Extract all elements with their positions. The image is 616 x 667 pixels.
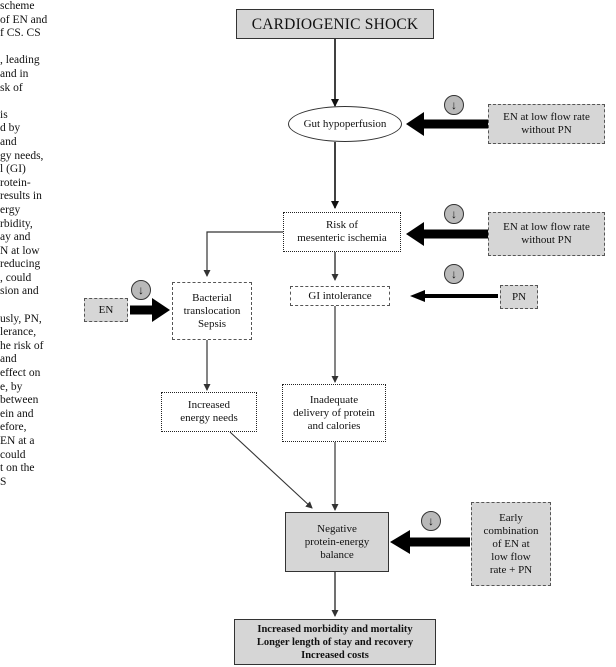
en-low-flow-1-line1: EN at low flow rate [503,111,590,123]
early-line3: of EN at [492,537,530,550]
en-label: EN [98,303,114,316]
side-text-line: effect on [0,367,41,380]
side-text-line: l (GI) [0,163,26,176]
side-text-line: , could [0,271,32,284]
side-text-line: ein and [0,407,34,420]
negative-line3: balance [320,548,354,561]
side-text-column: scheme of EN and f CS. CS , leading and … [0,0,120,489]
side-text-line: ergy [0,203,21,216]
en-low-flow-2-line2: without PN [521,234,572,246]
side-text-line: efore, [0,421,27,434]
energy-needs-line1: Increased [187,399,231,411]
negative-balance-box: Negative protein-energy balance [285,512,389,572]
pn-box: PN [500,285,538,309]
decrease-icon: ↓ [131,280,151,300]
early-line1: Early [499,511,523,524]
early-line5: rate + PN [489,563,533,576]
decrease-icon: ↓ [444,204,464,224]
risk-mesenteric-line2: mesenteric ischemia [297,232,387,244]
decrease-icon: ↓ [444,95,464,115]
negative-line1: Negative [317,522,357,535]
side-text-line: f CS. CS [0,27,41,40]
side-text-line: could [0,448,26,461]
arrowhead-early-to-negative [390,530,410,554]
decrease-icon: ↓ [444,264,464,284]
bacterial-line3: Sepsis [197,317,227,330]
inadequate-line1: Inadequate [309,393,359,406]
side-text-line: between [0,394,39,407]
side-text-line: usly, PN, [0,312,42,325]
outcome-line2: Longer length of stay and recovery [256,636,414,648]
gi-intolerance-label: GI intolerance [308,289,372,302]
side-text-line: t on the [0,462,35,475]
risk-mesenteric-line1: Risk of [325,219,359,231]
bacterial-line1: Bacterial [192,291,232,304]
side-text-line: of EN and [0,13,48,26]
cardiogenic-shock-box: CARDIOGENIC SHOCK [236,9,434,39]
early-line2: combination [483,524,539,537]
gut-hypoperfusion-node: Gut hypoperfusion [288,106,402,142]
side-text-line: S [0,475,7,488]
early-line4: low flow [491,550,531,563]
side-text-line: rotein- [0,176,31,189]
side-text-line: and [0,135,17,148]
en-low-flow-box-2: EN at low flow rate without PN [488,212,605,256]
side-text-line: gy needs, [0,149,44,162]
side-text-line: he risk of [0,339,44,352]
outcome-line3: Increased costs [301,649,369,661]
side-text-line: N at low [0,244,40,257]
negative-line2: protein-energy [304,535,370,548]
side-text-line: scheme [0,0,35,12]
en-low-flow-2-line1: EN at low flow rate [503,221,590,233]
side-text-line: and in [0,67,29,80]
side-text-line: ay and [0,231,31,244]
early-combination-box: Early combination of EN at low flow rate… [471,502,551,586]
side-text-line: sion and [0,285,39,298]
side-text-line: results in [0,190,42,203]
side-text-line: , leading [0,54,40,67]
cardiogenic-shock-label: CARDIOGENIC SHOCK [251,15,419,33]
side-text-line: e, by [0,380,23,393]
arrowhead-pn-to-gi [410,290,425,302]
energy-needs-line2: energy needs [180,412,238,424]
en-low-flow-box-1: EN at low flow rate without PN [488,104,605,144]
decrease-icon: ↓ [421,511,441,531]
inadequate-delivery-box: Inadequate delivery of protein and calor… [282,384,386,442]
arrow-energy-to-negative [229,431,313,509]
inadequate-line3: and calories [307,419,361,432]
arrowhead-en-to-bacterial [152,298,170,322]
increased-energy-needs-box: Increased energy needs [161,392,257,432]
outcome-box: Increased morbidity and mortality Longer… [234,619,436,665]
arrow-risk-to-bacterial [203,231,283,277]
side-text-line: reducing [0,258,41,271]
gi-intolerance-box: GI intolerance [290,286,390,306]
side-text-line: rbidity, [0,217,33,230]
gut-hypoperfusion-label: Gut hypoperfusion [303,117,387,130]
outcome-line1: Increased morbidity and mortality [257,623,413,635]
arrowhead-en1-to-gut [406,112,424,136]
en-low-flow-1-line2: without PN [521,124,572,136]
en-box: EN [84,298,128,322]
side-text-line: and [0,353,17,366]
side-text-line: d by [0,122,21,135]
bacterial-line2: translocation [183,304,241,317]
inadequate-line2: delivery of protein [293,406,375,419]
side-text-line: sk of [0,81,23,94]
pn-label: PN [511,290,527,303]
side-text-line: EN at a [0,435,35,447]
side-text-line: is [0,108,8,121]
risk-mesenteric-box: Risk of mesenteric ischemia [283,212,401,252]
side-text-line: lerance, [0,326,37,339]
bacterial-translocation-box: Bacterial translocation Sepsis [172,282,252,340]
arrowhead-en2-to-risk [406,222,424,246]
